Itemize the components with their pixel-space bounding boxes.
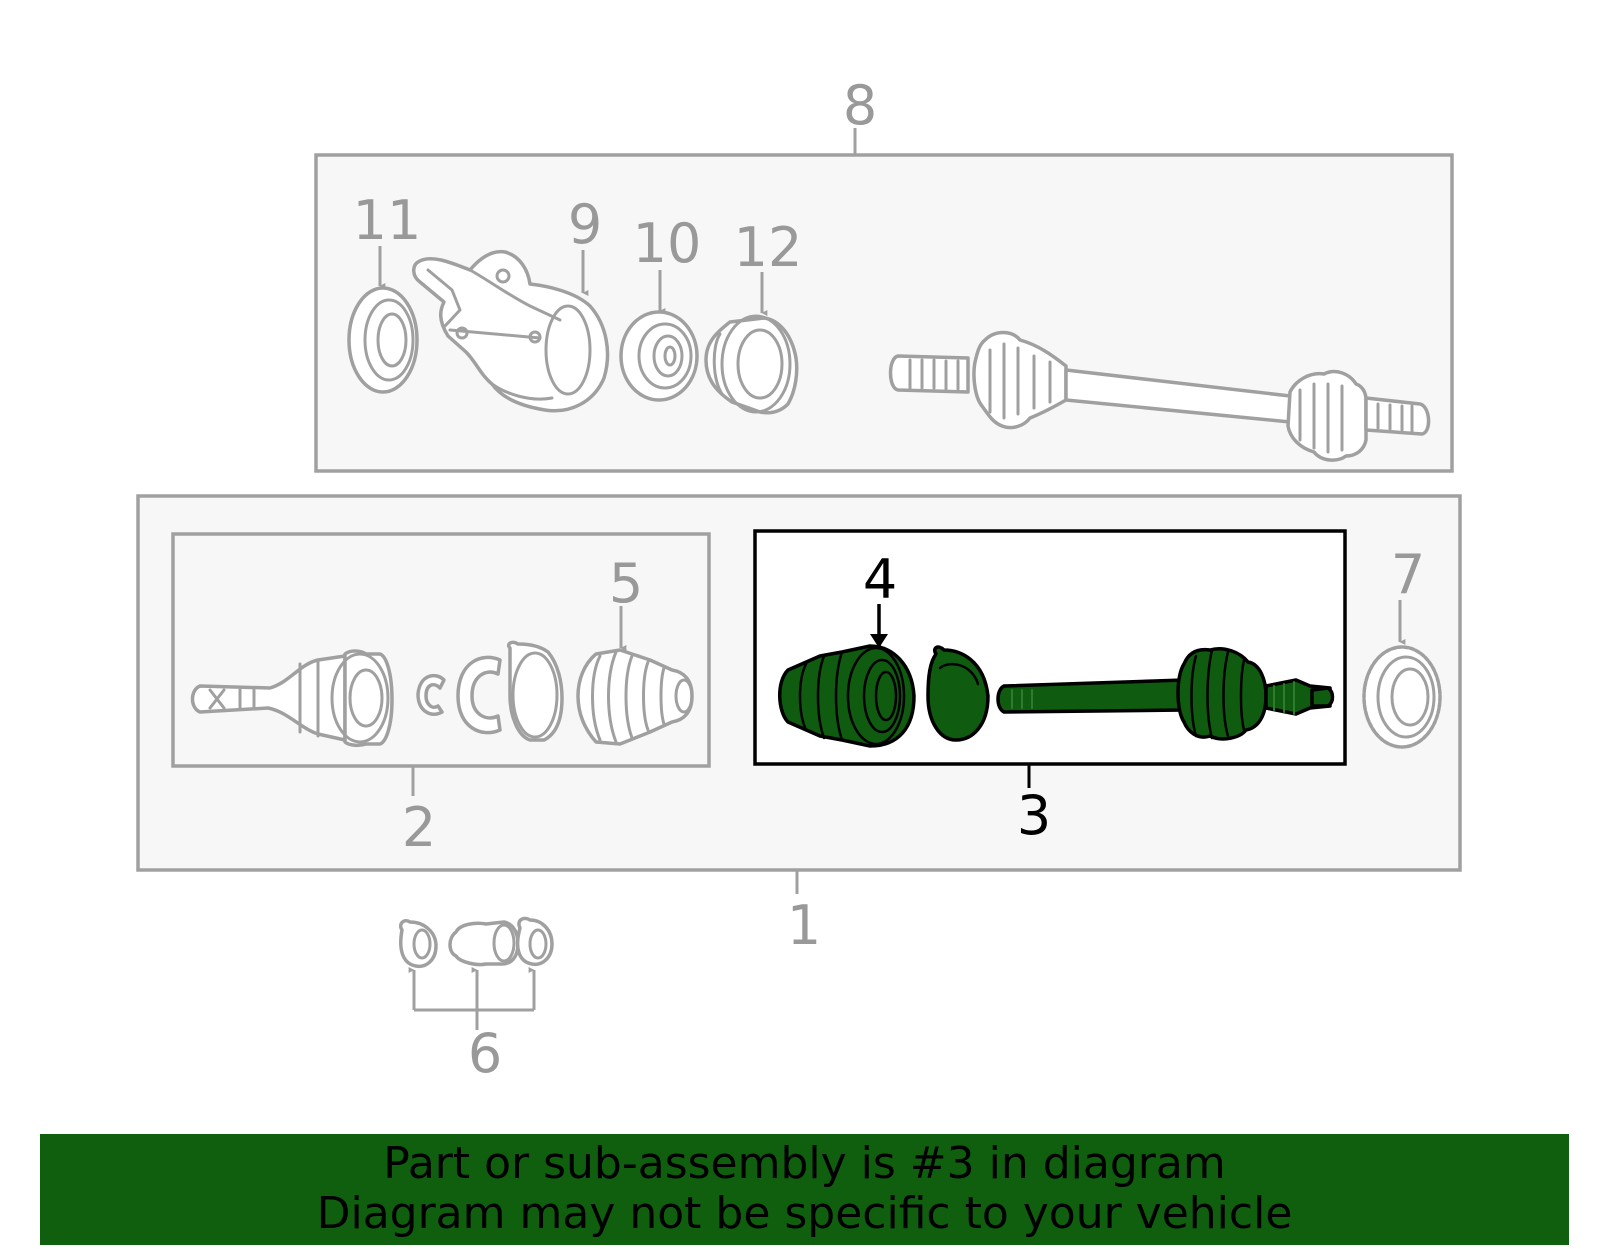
callout-7[interactable]: 7 [1391, 543, 1425, 606]
callout-6[interactable]: 6 [468, 1022, 502, 1085]
leader-4-arrowhead [870, 634, 888, 648]
box-8-group: 8 11 9 10 [314, 74, 1454, 473]
part-6-clamps[interactable] [398, 916, 554, 969]
callout-3[interactable]: 3 [1017, 784, 1051, 847]
callout-2[interactable]: 2 [402, 796, 436, 859]
part-9-housing[interactable] [412, 249, 610, 413]
part-3-clip-highlighted[interactable] [926, 645, 990, 742]
part-4-boot-highlighted[interactable] [778, 644, 916, 748]
part-2-cage[interactable] [506, 640, 564, 742]
part-11-seal[interactable] [347, 286, 419, 394]
callout-9[interactable]: 9 [568, 193, 602, 256]
part-12-seal[interactable] [704, 314, 799, 415]
footer-line-part: Part or sub-assembly is #3 in diagram [383, 1138, 1226, 1189]
callout-5[interactable]: 5 [609, 552, 643, 615]
part-7-tone-ring[interactable] [1362, 645, 1442, 749]
part-2-circlips[interactable] [416, 655, 502, 735]
footer-line-disclaimer: Diagram may not be specific to your vehi… [316, 1188, 1293, 1239]
part-10-bearing[interactable] [619, 310, 699, 402]
callout-8[interactable]: 8 [843, 74, 877, 137]
callout-4[interactable]: 4 [863, 548, 897, 611]
footer-banner: Part or sub-assembly is #3 in diagram Di… [40, 1134, 1569, 1245]
part-3-axle-highlighted[interactable] [996, 647, 1335, 741]
box-1-group: 1 2 5 [136, 494, 1462, 957]
part-8-axle-shaft[interactable] [888, 330, 1431, 462]
callout-1[interactable]: 1 [787, 894, 821, 957]
callout-12[interactable]: 12 [734, 216, 803, 279]
callout-10[interactable]: 10 [633, 212, 702, 275]
part-2-cv-joint[interactable] [190, 649, 394, 748]
callout-11[interactable]: 11 [353, 189, 422, 252]
part-5-boot[interactable] [576, 648, 694, 746]
leader-6-bracket [408, 967, 536, 1030]
